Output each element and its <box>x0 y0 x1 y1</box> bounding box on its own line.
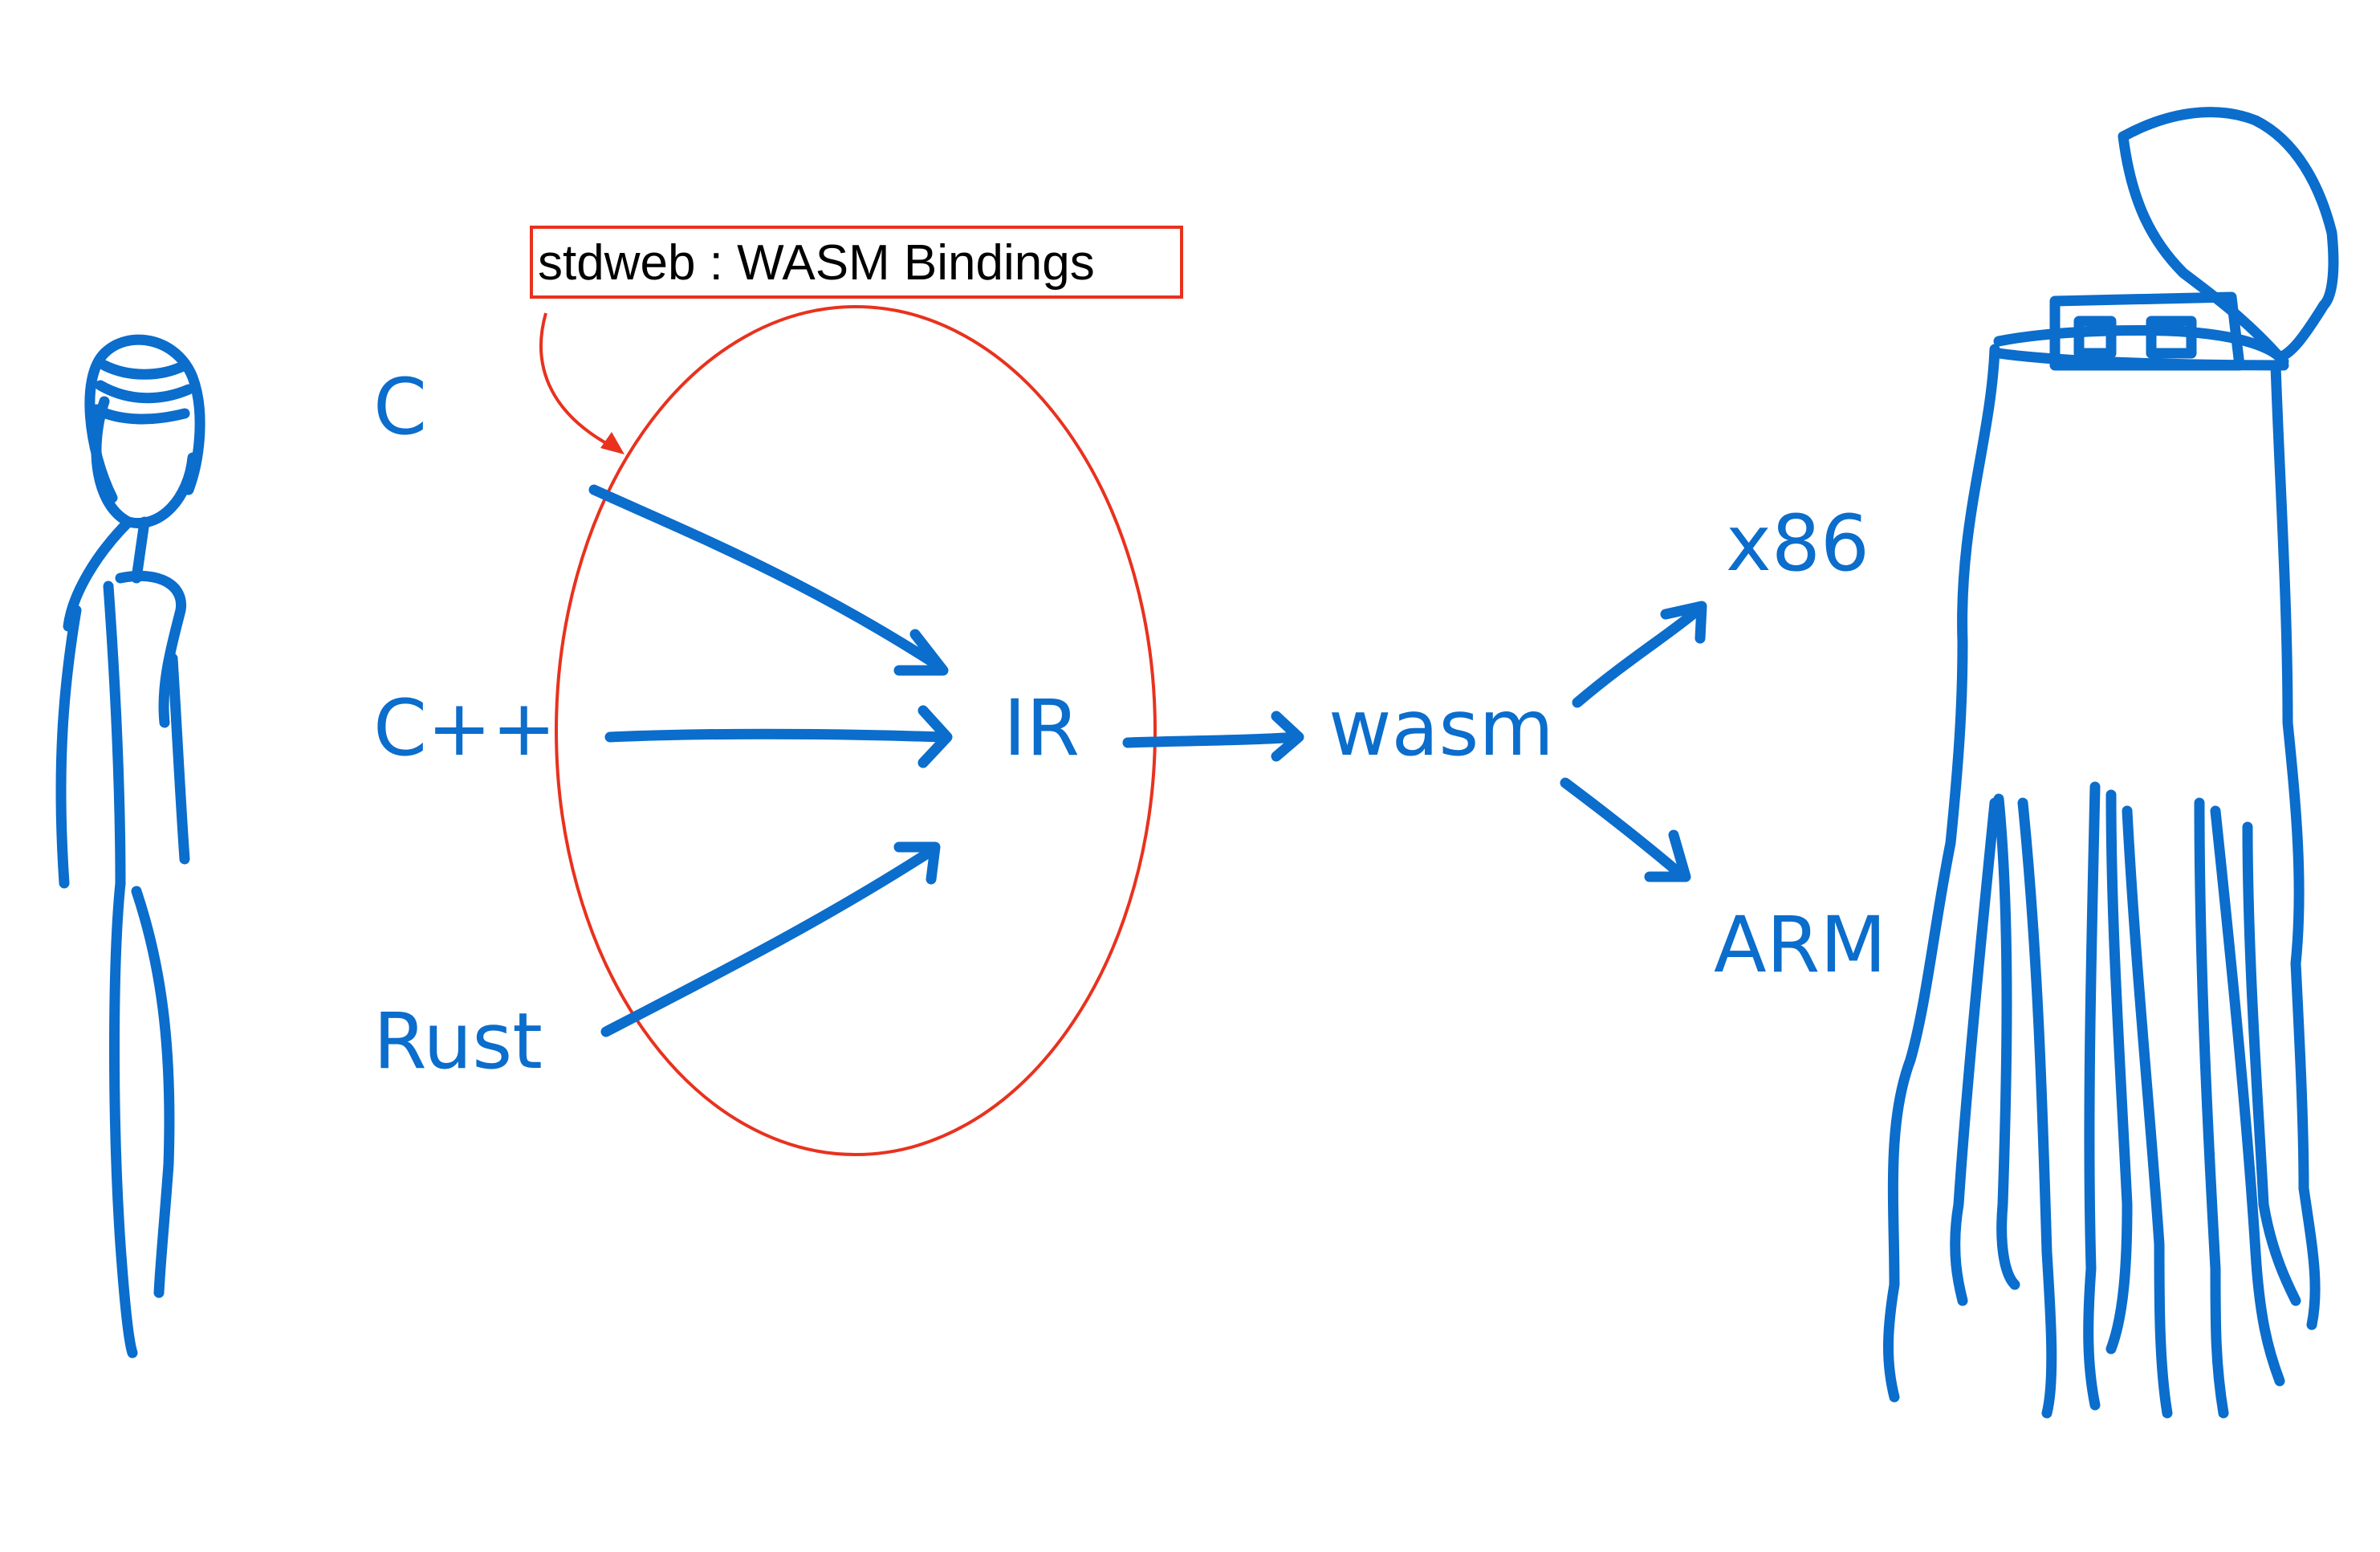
arrow-wasm-to-arm <box>1560 777 1691 882</box>
annotation-pointer-arrow <box>539 312 619 451</box>
annotation-arrowhead <box>600 432 624 454</box>
annotation-label: stdweb : WASM Bindings <box>538 235 1095 291</box>
arrow-rust-to-ir <box>600 841 941 1037</box>
arrow-cpp-to-ir <box>604 705 953 768</box>
arrow-c-to-ir <box>588 484 949 676</box>
arrow-ir-to-wasm <box>1122 711 1304 762</box>
source-cpp-label: C++ <box>373 683 556 773</box>
arrow-wasm-to-x86 <box>1572 601 1707 708</box>
target-arm-label: ARM <box>1714 900 1886 990</box>
target-x86-label: x86 <box>1726 499 1869 589</box>
source-c-label: C <box>373 362 427 452</box>
highlight-ellipse <box>555 305 1157 1156</box>
wasm-label: wasm <box>1328 683 1554 773</box>
person-icon <box>55 334 205 1359</box>
octopus-machine-icon <box>1883 107 2339 1419</box>
annotation-box <box>530 226 1183 299</box>
ir-label: IR <box>1003 683 1080 773</box>
source-rust-label: Rust <box>373 996 543 1086</box>
